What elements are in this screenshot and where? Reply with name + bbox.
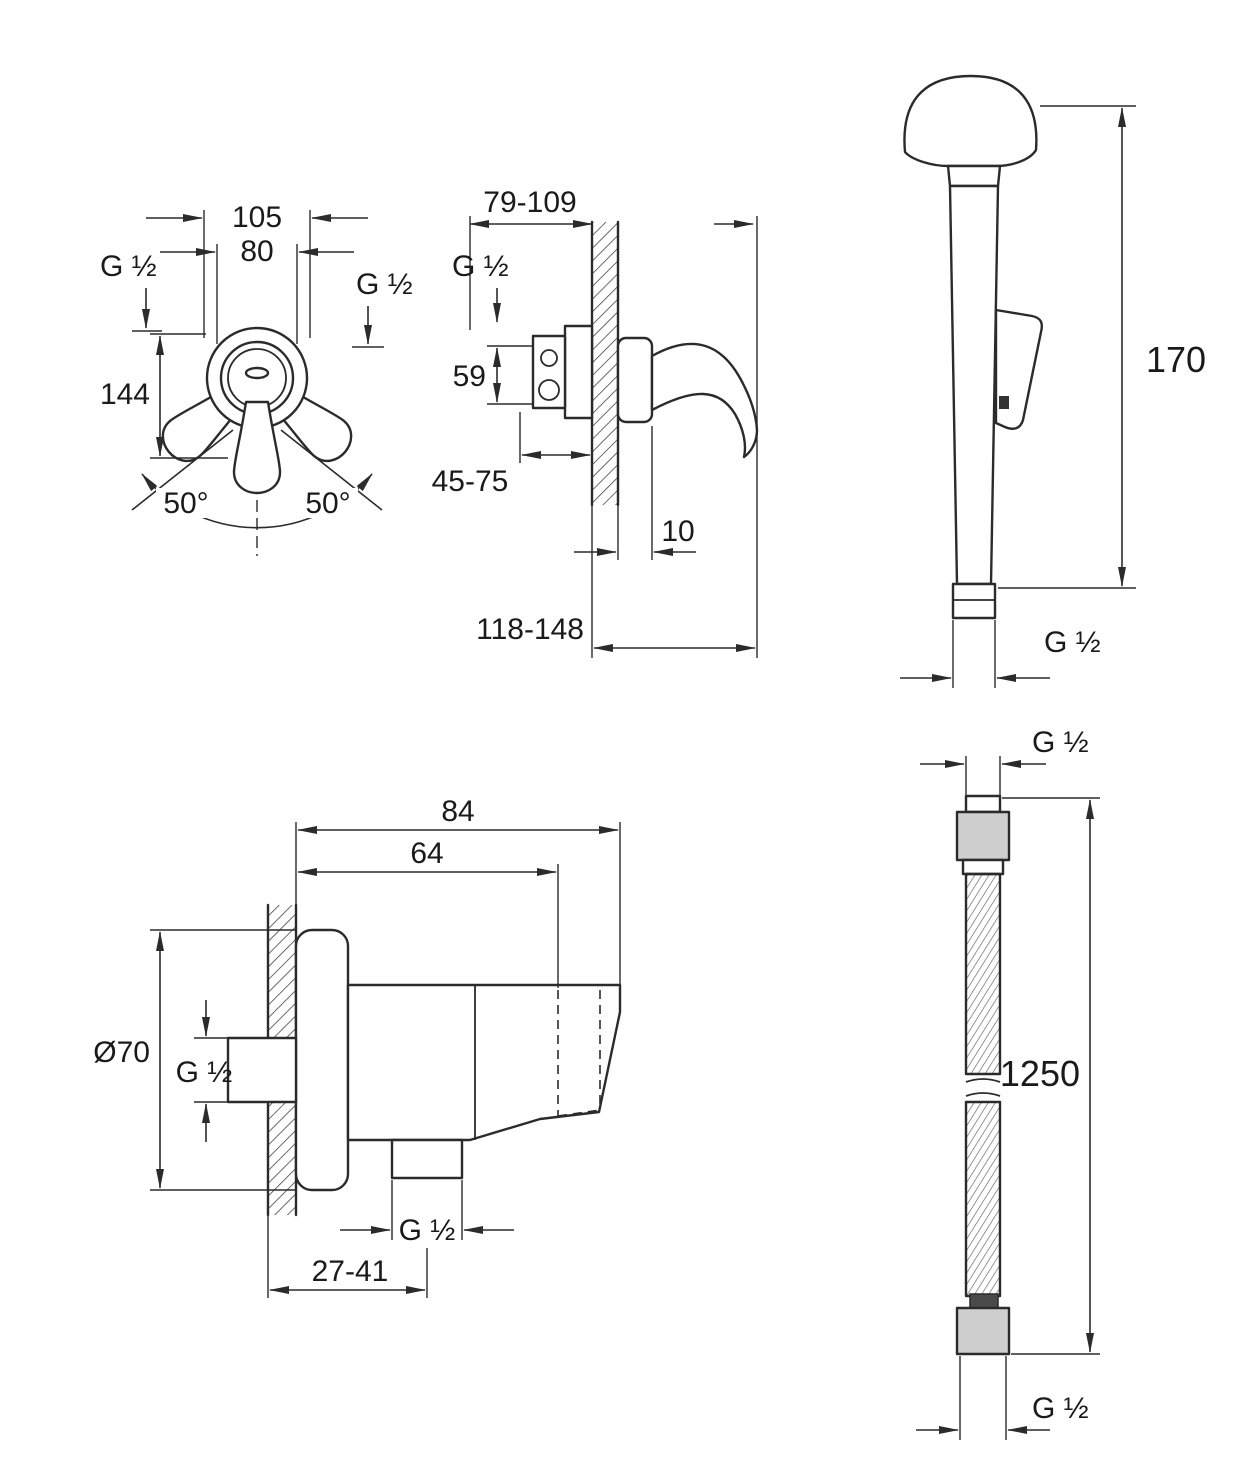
dimension-10: 10 xyxy=(574,426,696,560)
shower-neck xyxy=(946,164,1002,188)
dimension-84: 84 xyxy=(295,795,621,985)
outlet-thread-dimension: G ½ xyxy=(340,1180,514,1247)
wall-union-view: 84 64 Ø70 G ½ G ½ xyxy=(93,795,622,1298)
dim-label-27-41: 27-41 xyxy=(312,1255,389,1288)
union-escutcheon xyxy=(294,928,350,1192)
dim-label-118-148: 118-148 xyxy=(476,613,584,646)
concealed-valve-body xyxy=(531,324,594,420)
union-body-and-holder xyxy=(346,983,622,1142)
dimension-64: 64 xyxy=(297,837,559,988)
side-escutcheon xyxy=(616,336,654,424)
hose-break-line xyxy=(965,1078,1001,1083)
dimension-79-109: 79-109 xyxy=(469,186,593,330)
dim-label-59: 59 xyxy=(453,360,486,393)
dim-label-144: 144 xyxy=(100,378,150,411)
hose-top-nut-fill xyxy=(957,812,1009,860)
mixer-side-view: 79-109 G ½ 59 45-75 10 xyxy=(432,186,759,658)
hose-body-upper xyxy=(964,872,1002,1076)
dim-label-45-75: 45-75 xyxy=(432,465,509,498)
dimension-27-41: 27-41 xyxy=(267,1215,428,1298)
trigger-notch xyxy=(999,396,1009,409)
thread-label-left: G ½ xyxy=(100,250,162,332)
hose-bottom-thread-label: G ½ xyxy=(1032,1392,1089,1425)
lever-cap-detail xyxy=(244,366,270,380)
hose-break-line xyxy=(965,1092,1001,1097)
dimension-118-148: 118-148 xyxy=(476,505,756,658)
hose-body-upper-fill xyxy=(966,874,1000,1074)
inlet-stub xyxy=(226,1036,298,1104)
inlet-thread-dimension: G ½ xyxy=(176,1000,233,1142)
trigger-lever xyxy=(994,308,1044,430)
dimension-105: 105 xyxy=(146,201,368,338)
thread-left-label: G ½ xyxy=(100,250,157,283)
dim-label-84: 84 xyxy=(441,795,474,828)
dim-label-1250: 1250 xyxy=(1000,1053,1080,1094)
dimension-59: 59 xyxy=(453,345,533,405)
lever-handle xyxy=(232,400,282,495)
side-lever-spout xyxy=(650,342,759,459)
hose-top-collar xyxy=(961,858,1005,876)
label-mask xyxy=(298,488,358,518)
dimension-170: 170 xyxy=(998,105,1206,589)
inlet-thread-label: G ½ xyxy=(176,1056,233,1089)
dimension-1250: 1250 xyxy=(1000,797,1100,1355)
thread-right-label: G ½ xyxy=(356,268,413,301)
hose-bottom-thread-dimension: G ½ xyxy=(916,1356,1089,1440)
hand-shower-view: 170 G ½ xyxy=(900,74,1206,688)
thread-label-top: G ½ xyxy=(452,250,509,323)
hose-top-thread-label: G ½ xyxy=(1032,726,1089,759)
dim-label-80: 80 xyxy=(240,235,273,268)
hose-bottom-nut xyxy=(955,1306,1011,1356)
handle-connector xyxy=(951,582,997,620)
shower-handle xyxy=(948,184,1000,586)
shower-head xyxy=(903,74,1038,168)
dimension-80: 80 xyxy=(160,235,354,344)
angle-label-left: 50° xyxy=(163,487,208,520)
outlet-thread-label: G ½ xyxy=(399,1214,456,1247)
shower-thread-label: G ½ xyxy=(1044,626,1101,659)
dim-label-79-109: 79-109 xyxy=(483,186,576,219)
hose-bottom-nut-fill xyxy=(957,1308,1009,1354)
hose-top-thread-dimension: G ½ xyxy=(920,726,1089,796)
hose-top-nipple xyxy=(964,794,1002,814)
outlet-stub xyxy=(390,1138,464,1180)
hose-body-lower-fill xyxy=(966,1102,1000,1296)
dim-label-10: 10 xyxy=(661,515,694,548)
dim-label-105: 105 xyxy=(232,201,282,234)
dim-label-64: 64 xyxy=(410,837,443,870)
hose-washer xyxy=(969,1293,999,1309)
wall-hatch xyxy=(592,222,618,505)
thread-label-right: G ½ xyxy=(352,268,413,348)
hose-view: G ½ 1250 G ½ xyxy=(916,726,1100,1440)
dim-label-170: 170 xyxy=(1146,339,1206,380)
thread-top-label: G ½ xyxy=(452,250,509,283)
angle-label-right: 50° xyxy=(305,487,350,520)
label-mask xyxy=(156,488,216,518)
dimension-45-75: 45-75 xyxy=(432,412,591,498)
dimension-diameter-70: Ø70 xyxy=(93,929,296,1191)
shower-thread-dimension: G ½ xyxy=(900,620,1101,688)
dim-label-diameter-70: Ø70 xyxy=(93,1036,150,1069)
mixer-front-view: 105 80 G ½ G ½ 144 xyxy=(100,201,413,556)
dimension-144: 144 xyxy=(100,333,228,459)
